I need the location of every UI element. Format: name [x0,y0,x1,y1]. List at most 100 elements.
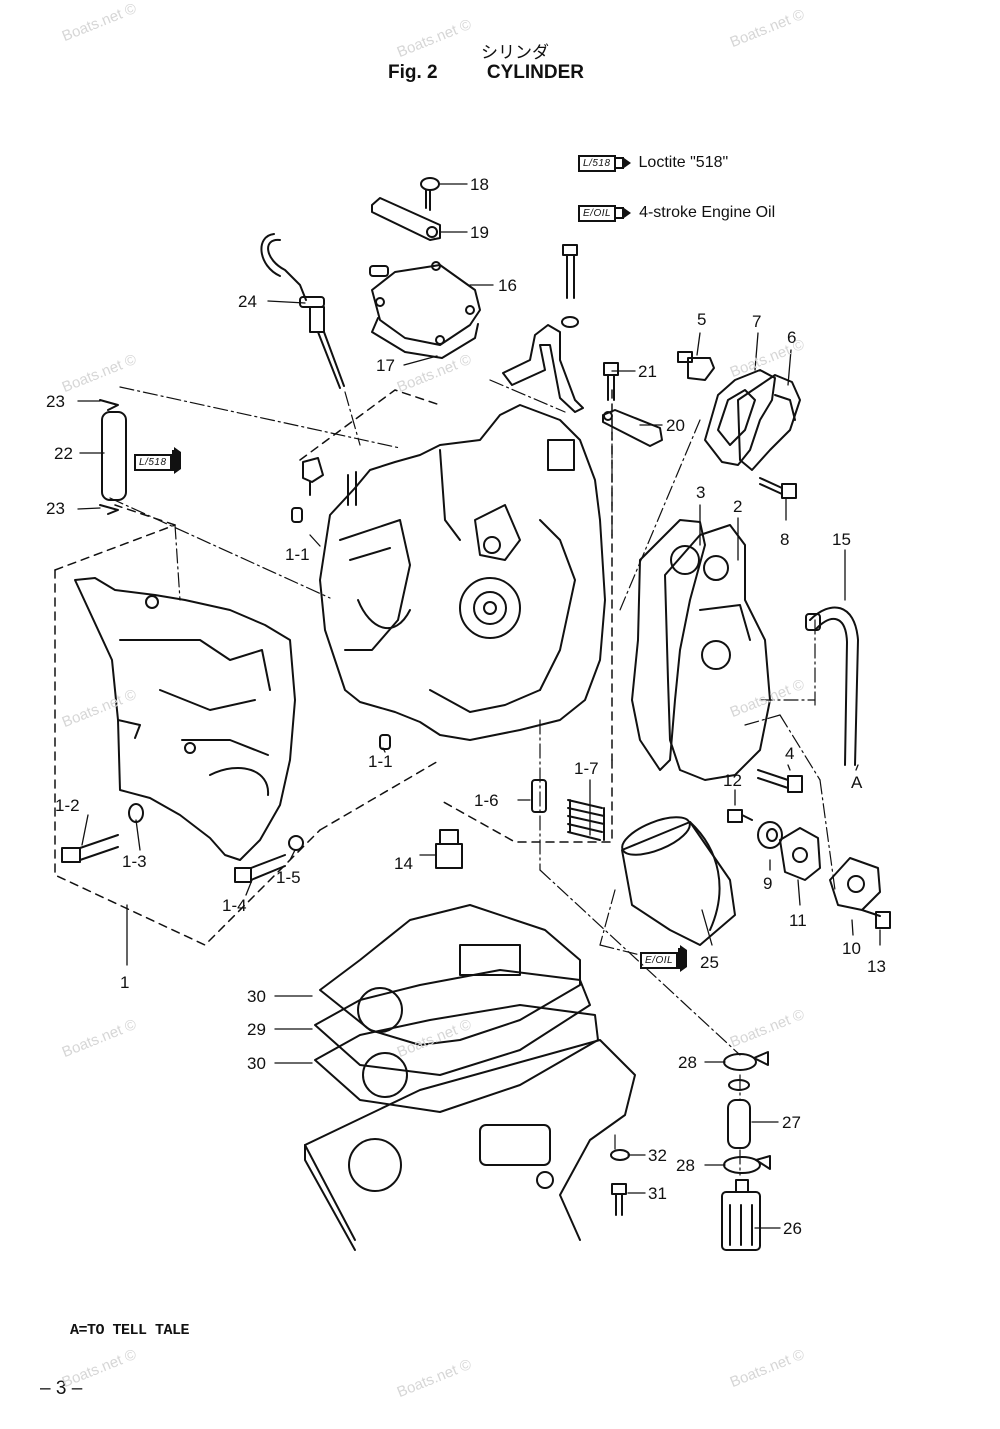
callout-32: 32 [648,1146,667,1165]
callout-4: 4 [785,744,795,763]
callout-16: 16 [498,276,517,295]
part-clamp [502,324,584,413]
part-1-1-dowel-lower [379,734,391,750]
callout-6: 6 [787,328,797,347]
part-3-gasket [631,519,706,771]
callout-23-bottom: 23 [46,499,65,518]
part-20-link [602,409,663,447]
callout-1-6: 1-6 [474,791,499,810]
part-23-clip-bottom [99,504,119,515]
part-1-5-washer [288,835,304,851]
callout-9: 9 [763,874,773,893]
callout-10: 10 [842,939,861,958]
callout-23-top: 23 [46,392,65,411]
callout-3: 3 [696,483,706,502]
callout-8: 8 [780,530,790,549]
callout-24: 24 [238,292,257,311]
part-16-cover [369,261,481,359]
legend-loctite-text: Loctite "518" [638,154,729,171]
loctite-tube-icon: L/518 [578,154,631,172]
part-24-dipstick [260,233,345,389]
callout-29: 29 [247,1020,266,1039]
callout-12: 12 [723,771,742,790]
part-10-cover [829,857,881,911]
part-28-clamp-bottom [723,1155,771,1174]
oil-tube-inline-icon: E/OIL [640,945,688,972]
callout-A: A [851,773,863,792]
part-1-6-pin [531,779,547,813]
callout-1: 1 [120,973,130,992]
callout-17: 17 [376,356,395,375]
figure-title: Fig. 2 CYLINDER [388,62,584,84]
legend-loctite: L/518 Loctite "518" [578,154,728,172]
callout-27: 27 [782,1113,801,1132]
oil-tube-icon: E/OIL [578,204,632,222]
part-fitting-upper [302,457,324,496]
callout-18: 18 [470,175,489,194]
part-18-bolt [420,177,440,211]
callout-2: 2 [733,497,743,516]
part-29-gasket [314,969,591,1076]
part-31-bolt [611,1183,627,1216]
part-15-hose [805,606,859,766]
callout-1-1-upper: 1-1 [285,545,310,564]
callout-20: 20 [666,416,685,435]
part-7-cover [704,369,776,466]
callout-21: 21 [638,362,657,381]
part-23-clip-top [99,399,119,411]
part-28-clamp-top [723,1051,769,1071]
part-32-washer [610,1149,630,1161]
callout-25: 25 [700,953,719,972]
callout-22: 22 [54,444,73,463]
part-22-pipe [101,411,127,501]
callout-1-1-lower: 1-1 [368,752,393,771]
callout-30-top: 30 [247,987,266,1006]
callout-15: 15 [832,530,851,549]
callout-5: 5 [697,310,707,329]
callout-28-bottom: 28 [676,1156,695,1175]
callout-31: 31 [648,1184,667,1203]
part-lower-frame [304,1039,636,1251]
callout-13: 13 [867,957,886,976]
part-26-fuel-filter [721,1179,761,1251]
part-1-3-washer [128,803,144,823]
part-2-cover [664,524,771,781]
callout-1-3: 1-3 [122,852,147,871]
legend-engine-oil: E/OIL 4-stroke Engine Oil [578,204,775,222]
part-1-4-bolt [234,854,286,883]
part-1-lower-case [74,577,296,861]
callout-7: 7 [752,312,762,331]
part-6-housing [737,374,801,471]
callout-1-5: 1-5 [276,868,301,887]
callout-14: 14 [394,854,413,873]
part-9-collar [757,821,783,849]
part-1-2-bolt [61,834,119,863]
loctite-tube-inline-icon: L/518 [134,447,181,474]
part-25-oil-filter [621,816,736,946]
part-5-valve [677,351,715,381]
footnote-tell-tale: A=TO TELL TALE [70,1322,190,1339]
part-12-bolt [727,809,753,823]
part-19-bracket [371,197,441,241]
legend-engine-oil-text: 4-stroke Engine Oil [639,204,776,221]
part-30-gasket-bottom [314,1004,599,1113]
part-1-7-spring [567,799,605,841]
part-27-hose [727,1079,751,1149]
part-14-fitting [435,829,463,869]
part-30-gasket-top [319,904,581,1046]
part-21-bolt [603,362,619,401]
title-japanese: シリンダ [481,43,549,63]
part-11-gasket [779,827,821,881]
page-number: – 3 – [40,1378,83,1399]
part-1-cylinder-block [319,404,606,741]
part-1-1-dowel-upper [291,507,303,523]
part-bolt-near-16 [561,244,579,328]
callout-1-7: 1-7 [574,759,599,778]
figure-name: CYLINDER [486,62,585,83]
figure-number: Fig. 2 [388,62,438,83]
part-4-bolt [757,769,803,793]
callout-1-4: 1-4 [222,896,247,915]
guide-lines [109,379,836,1176]
part-8-bolt [759,477,797,499]
